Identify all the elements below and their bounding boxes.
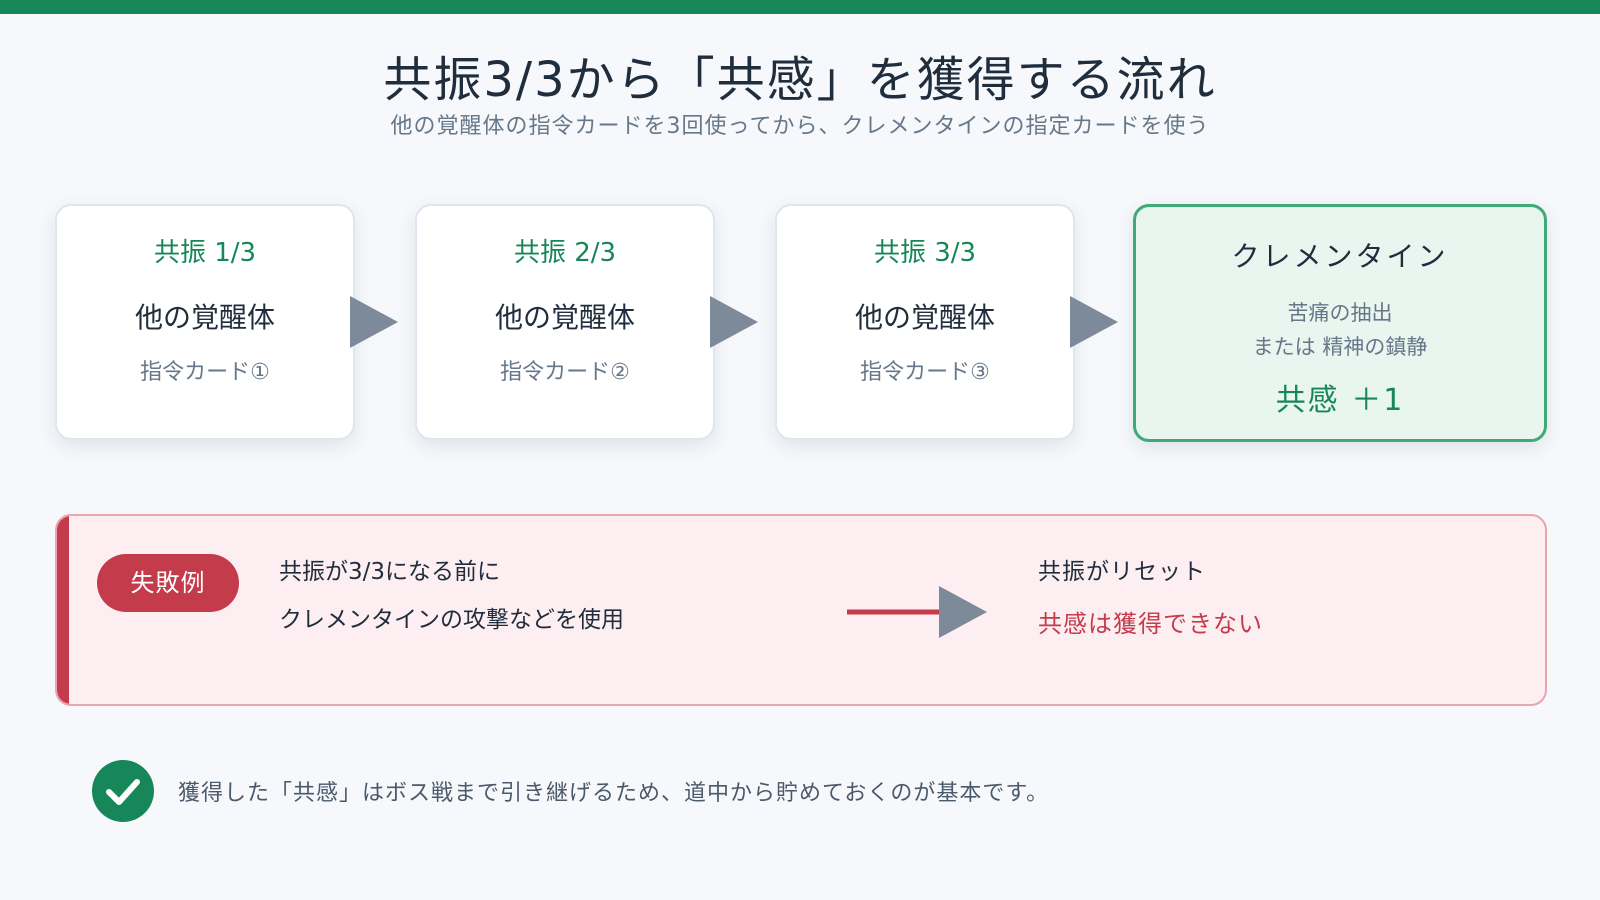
check-circle-icon (92, 760, 154, 822)
step-card-3: 共振 3/3 他の覚醒体 指令カード③ (775, 204, 1075, 440)
step-actor-label: 他の覚醒体 (854, 301, 995, 334)
step-card-1: 共振 1/3 他の覚醒体 指令カード① (55, 204, 355, 440)
triangle-right-icon (710, 296, 758, 348)
triangle-right-icon (1070, 296, 1118, 348)
failure-cause-line-2: クレメンタインの攻撃などを使用 (279, 607, 624, 633)
empathy-gain-label: 共感 ＋1 (1275, 383, 1405, 418)
failure-badge: 失敗例 (97, 554, 239, 612)
step-command-card-label: 指令カード① (140, 360, 270, 385)
page-subtitle: 他の覚醒体の指令カードを3回使ってから、クレメンタインの指定カードを使う (390, 114, 1210, 139)
step-resonance-label: 共振 1/3 (153, 238, 257, 268)
step-card-2: 共振 2/3 他の覚醒体 指令カード② (415, 204, 715, 440)
arrow-right-icon (847, 586, 987, 638)
step-resonance-label: 共振 3/3 (873, 238, 977, 268)
result-card-clementine: クレメンタイン 苦痛の抽出 または 精神の鎮静 共感 ＋1 (1133, 204, 1547, 442)
triangle-right-icon (350, 296, 398, 348)
failure-example-panel: 失敗例 共振が3/3になる前に クレメンタインの攻撃などを使用 共振がリセット … (55, 514, 1547, 706)
step-actor-label: 他の覚醒体 (134, 301, 275, 334)
step-command-card-label: 指令カード② (500, 360, 630, 385)
failure-accent-stripe (57, 516, 69, 704)
step-command-card-label: 指令カード③ (860, 360, 990, 385)
failure-result-line-1: 共振がリセット (1038, 559, 1206, 585)
page-title: 共振3/3から「共感」を獲得する流れ (383, 52, 1217, 108)
result-name: クレメンタイン (1231, 240, 1449, 273)
failure-cause-line-1: 共振が3/3になる前に (279, 559, 501, 585)
note-text: 獲得した「共感」はボス戦まで引き継げるため、道中から貯めておくのが基本です。 (178, 781, 1050, 806)
top-accent-bar (0, 0, 1600, 14)
result-card-line-2: または 精神の鎮静 (1252, 335, 1428, 359)
step-actor-label: 他の覚醒体 (494, 301, 635, 334)
result-card-line-1: 苦痛の抽出 (1287, 301, 1393, 325)
step-resonance-label: 共振 2/3 (513, 238, 617, 268)
failure-result-line-2: 共感は獲得できない (1038, 610, 1263, 638)
